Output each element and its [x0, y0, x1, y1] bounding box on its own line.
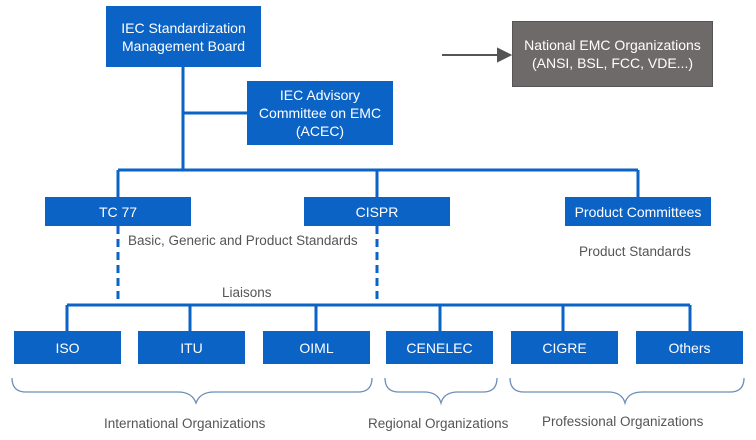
basic-generic-product-standards-label: Basic, Generic and Product Standards: [128, 233, 358, 248]
cispr-box: CISPR: [304, 197, 450, 226]
others-label: Others: [668, 339, 711, 356]
product-committees-label: Product Committees: [574, 203, 702, 220]
cispr-label: CISPR: [355, 203, 399, 220]
regional-bracket: [384, 377, 498, 406]
iec-smb-box: IEC Standardization Management Board: [106, 6, 261, 67]
cigre-label: CIGRE: [542, 339, 587, 356]
tc77-box: TC 77: [45, 197, 191, 226]
product-committees-box: Product Committees: [565, 197, 711, 226]
acec-label: IEC Advisory Committee on EMC (ACEC): [258, 87, 382, 139]
national-arrow-head: [497, 47, 513, 63]
cenelec-label: CENELEC: [406, 339, 473, 356]
cigre-box: CIGRE: [511, 331, 618, 364]
professional-bracket: [509, 377, 745, 406]
national-emc-label: National EMC Organizations (ANSI, BSL, F…: [524, 37, 701, 71]
others-box: Others: [636, 331, 743, 364]
iec-smb-label: IEC Standardization Management Board: [121, 19, 246, 54]
international-organizations-label: International Organizations: [104, 416, 266, 431]
iso-label: ISO: [55, 339, 80, 356]
cenelec-box: CENELEC: [386, 331, 493, 364]
national-emc-box: National EMC Organizations (ANSI, BSL, F…: [512, 21, 713, 87]
liaisons-label: Liaisons: [222, 285, 272, 300]
international-bracket: [11, 377, 373, 405]
itu-label: ITU: [180, 339, 203, 356]
tc77-label: TC 77: [98, 203, 138, 220]
oiml-label: OIML: [299, 339, 334, 356]
acec-box: IEC Advisory Committee on EMC (ACEC): [247, 81, 393, 145]
itu-box: ITU: [138, 331, 245, 364]
professional-organizations-label: Professional Organizations: [542, 414, 704, 429]
product-standards-label: Product Standards: [579, 244, 691, 259]
iso-box: ISO: [14, 331, 121, 364]
oiml-box: OIML: [263, 331, 370, 364]
regional-organizations-label: Regional Organizations: [368, 416, 509, 431]
